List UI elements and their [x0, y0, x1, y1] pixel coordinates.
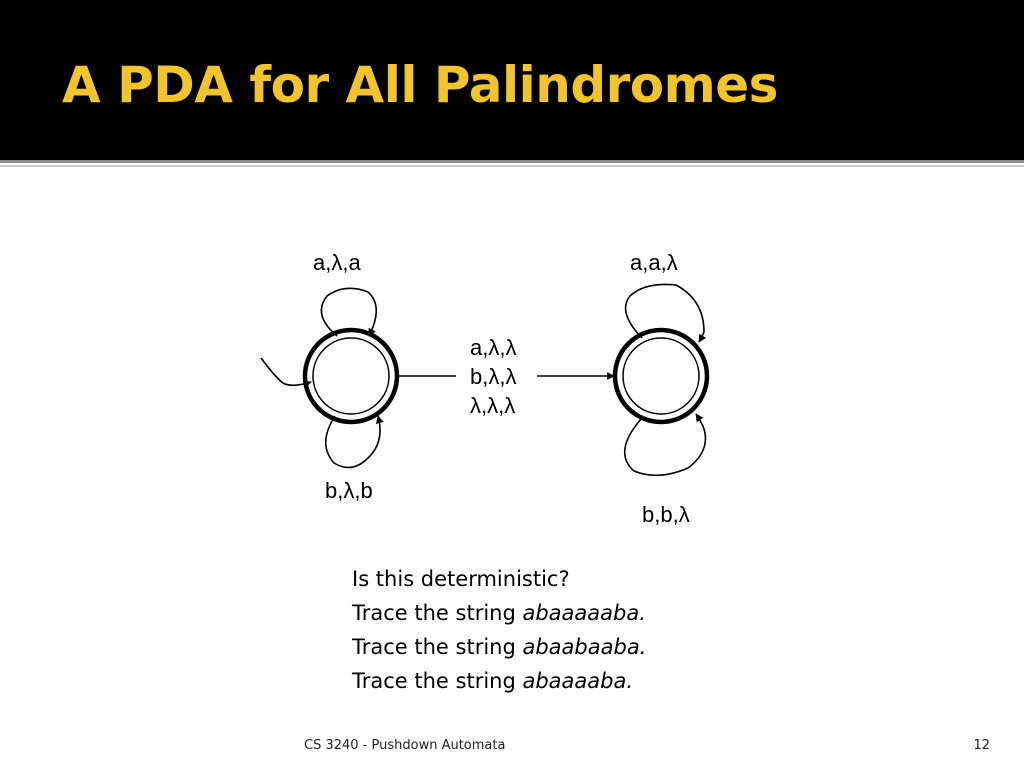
start-arrow [260, 357, 312, 388]
state-q1 [612, 327, 710, 425]
label-q0-q1-3: λ,λ,λ [470, 393, 515, 418]
title-divider-secondary [0, 165, 1024, 167]
trace-string-2: abaabaaba. [522, 635, 647, 659]
loop-q1-bottom-arrow [623, 413, 707, 477]
state-q1-outer-ring [612, 327, 710, 425]
question-1: Is this deterministic? [352, 567, 570, 591]
label-q0-loop-bottom: b,λ,b [325, 478, 373, 503]
label-q1-loop-top: a,a,λ [630, 250, 678, 275]
label-q0-loop-top: a,λ,a [313, 250, 361, 275]
slide-footer: CS 3240 - Pushdown Automata [304, 738, 506, 753]
loop-q1-top-arrow [624, 283, 707, 343]
label-q1-loop-bottom: b,b,λ [642, 502, 690, 527]
question-3: Trace the string abaabaaba. [352, 635, 647, 659]
label-q0-q1-1: a,λ,λ [470, 335, 516, 360]
state-q0-inner-ring [312, 337, 390, 415]
question-4: Trace the string abaaaaba. [352, 669, 634, 693]
question-2: Trace the string abaaaaaba. [352, 601, 646, 625]
trace-string-3: abaaaaba. [522, 669, 634, 693]
state-q0 [302, 327, 400, 425]
loop-q0-bottom-arrow [324, 415, 384, 469]
slide-title: A PDA for All Palindromes [62, 56, 778, 114]
questions-list: Is this deterministic? Trace the string … [352, 562, 646, 698]
state-q1-inner-ring [622, 337, 700, 415]
page-number: 12 [973, 738, 990, 753]
state-q0-outer-ring [302, 327, 400, 425]
title-divider [0, 160, 1024, 163]
loop-q0-top-arrow [320, 287, 378, 337]
title-bar: A PDA for All Palindromes [0, 0, 1024, 160]
trace-string-1: abaaaaaba. [522, 601, 646, 625]
label-q0-q1-2: b,λ,λ [470, 364, 516, 389]
